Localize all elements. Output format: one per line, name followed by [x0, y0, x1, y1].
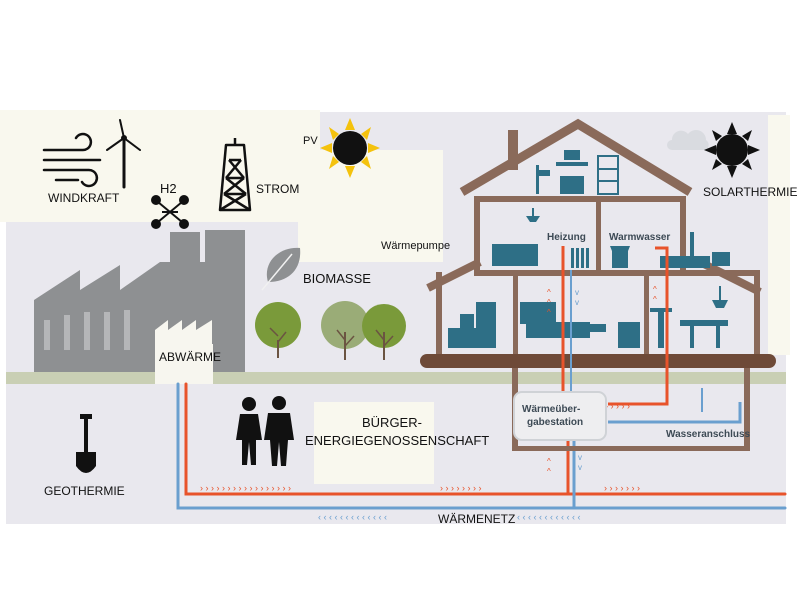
wind-turbine-icon	[106, 119, 141, 189]
shovel-icon	[76, 414, 96, 473]
svg-text:v: v	[575, 298, 579, 307]
label-station-1: Wärmeüber-	[522, 404, 581, 415]
hydrogen-molecule-icon	[151, 195, 189, 229]
label-h2: H2	[160, 181, 177, 196]
label-solarthermie: SOLARTHERMIE	[703, 185, 798, 199]
svg-text:› › › › ›: › › › › ›	[605, 401, 630, 411]
top-middle-panel	[298, 150, 443, 262]
label-station-2: gabestation	[527, 417, 584, 428]
radiator-icon	[571, 248, 589, 268]
label-geothermie: GEOTHERMIE	[44, 484, 125, 498]
svg-text:› › › › › › › ›: › › › › › › › ›	[440, 483, 481, 493]
label-biomasse: BIOMASSE	[303, 271, 371, 286]
svg-text:v: v	[578, 453, 582, 462]
svg-text:v: v	[575, 288, 579, 297]
svg-text:› › › › › › ›: › › › › › › ›	[604, 483, 640, 493]
label-waermepumpe: Wärmepumpe	[381, 240, 451, 252]
top-left-panel	[0, 110, 320, 222]
svg-text:‹ ‹ ‹ ‹ ‹ ‹ ‹ ‹ ‹ ‹ ‹ ‹: ‹ ‹ ‹ ‹ ‹ ‹ ‹ ‹ ‹ ‹ ‹ ‹	[517, 512, 580, 522]
svg-text:^: ^	[547, 298, 551, 307]
label-windkraft: WINDKRAFT	[48, 191, 120, 205]
label-warmwasser: Warmwasser	[609, 232, 671, 243]
svg-text:‹ ‹ ‹ ‹ ‹ ‹ ‹ ‹ ‹ ‹ ‹ ‹ ‹: ‹ ‹ ‹ ‹ ‹ ‹ ‹ ‹ ‹ ‹ ‹ ‹ ‹	[318, 512, 387, 522]
people-icon	[236, 396, 294, 466]
buerger-panel	[314, 402, 434, 484]
return-arrows: ‹ ‹ ‹ ‹ ‹ ‹ ‹ ‹ ‹ ‹ ‹ ‹ ‹ ‹ ‹ ‹ ‹ ‹ ‹ ‹ …	[318, 512, 580, 522]
label-strom: STROM	[256, 182, 300, 196]
factory-icon	[34, 230, 245, 372]
power-pylon-icon	[218, 138, 252, 212]
svg-text:^: ^	[547, 308, 551, 317]
ground-strip	[6, 372, 786, 384]
solarthermie-sun-icon	[704, 122, 760, 178]
svg-text:^: ^	[547, 288, 551, 297]
svg-text:^: ^	[653, 295, 657, 304]
svg-text:v: v	[578, 463, 582, 472]
sun-icon	[320, 118, 380, 178]
label-buerger-2: ENERGIEGENOSSENSCHAFT	[305, 433, 490, 448]
svg-text:^: ^	[547, 457, 551, 466]
wind-icon	[42, 132, 102, 188]
svg-text:^: ^	[653, 285, 657, 294]
cloud-icon	[667, 130, 709, 150]
tree-icon	[321, 301, 369, 360]
label-buerger-1: BÜRGER-	[362, 415, 422, 430]
abwaerme-building	[155, 320, 213, 384]
solar-panel-box	[768, 115, 790, 355]
flow-arrows: › › › › › › › › › › › › › › › › › › › › …	[200, 401, 640, 493]
label-heizung: Heizung	[547, 232, 586, 243]
svg-text:› › › › › › › › › › › › › › ›: › › › › › › › › › › › › › › › › ›	[200, 483, 291, 493]
label-abwaerme: ABWÄRME	[159, 350, 222, 364]
tree-icon	[362, 304, 406, 360]
tree-icon	[255, 302, 301, 358]
label-pv: PV	[303, 135, 318, 147]
label-wasseranschluss: Wasseranschluss	[666, 429, 751, 440]
house-icon: ^^^ ^^ ^^ vv vv	[420, 118, 776, 476]
leaf-icon	[261, 247, 301, 291]
svg-text:^: ^	[547, 467, 551, 476]
label-waermenetz: WÄRMENETZ	[438, 512, 516, 526]
heat-exchange-station	[513, 391, 607, 441]
